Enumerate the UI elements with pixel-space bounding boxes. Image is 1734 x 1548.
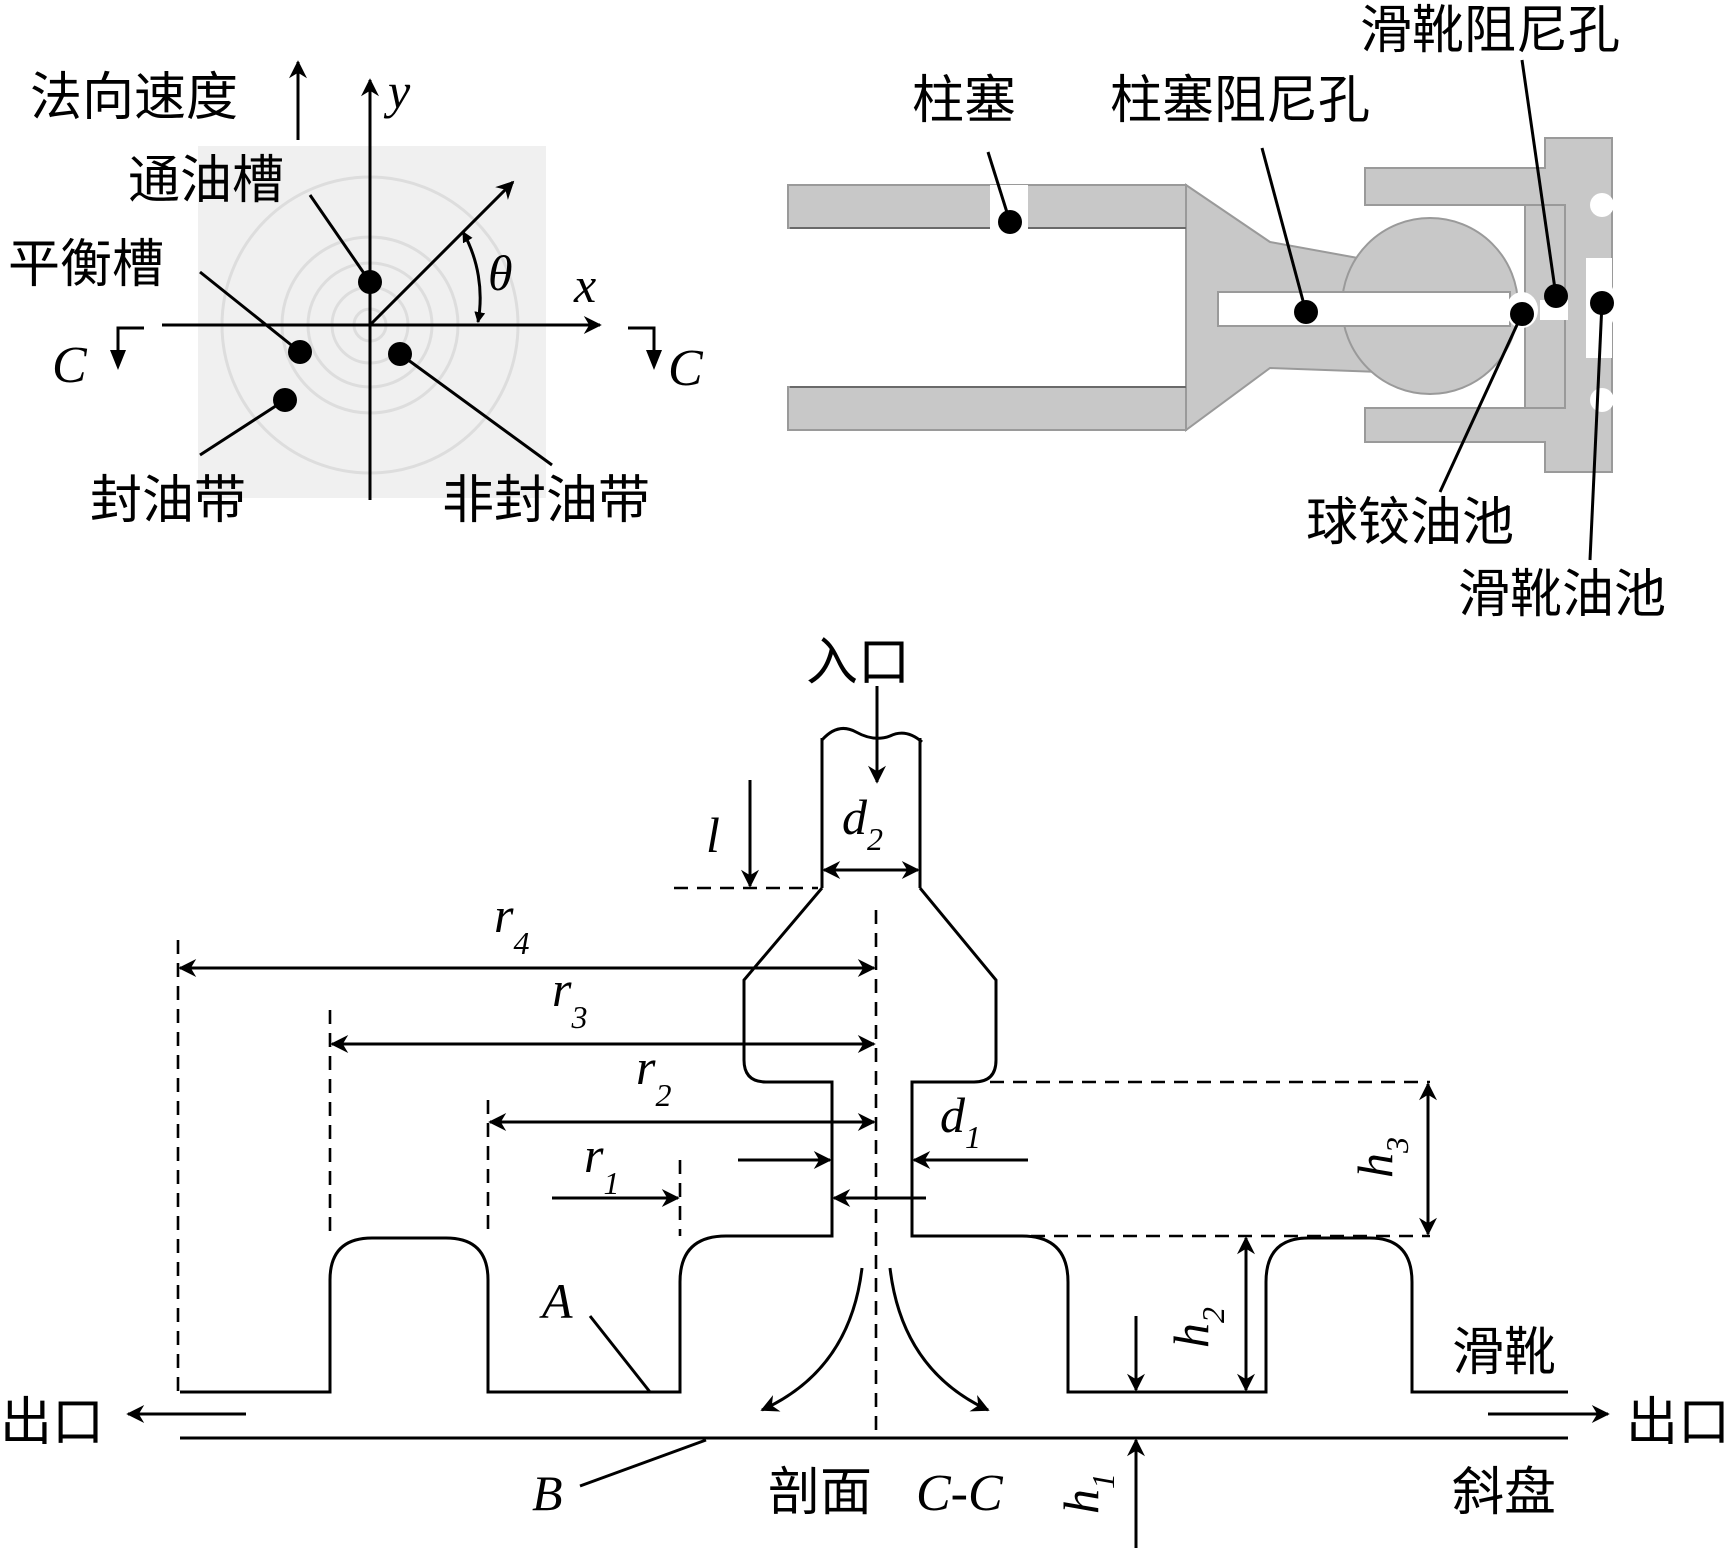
plunger-bore (790, 228, 1184, 387)
balance-groove-dot (288, 340, 312, 364)
inlet-pipe-break (820, 726, 923, 744)
dim-r4-label: r4 (494, 887, 529, 961)
flow-arrow-right (888, 1267, 990, 1412)
theta-arc (461, 231, 486, 324)
oil-channel-dot (358, 270, 382, 294)
ball-joint-pool-dot (1510, 302, 1534, 326)
seal-band-dot (273, 388, 297, 412)
theta-direction-arrow (368, 180, 515, 327)
oil-channel-label: 通油槽 (128, 151, 284, 211)
normal-velocity-label: 法向速度 (30, 68, 238, 128)
flow-arrow-left (760, 1267, 864, 1412)
dim-l-label: l (706, 807, 720, 863)
plunger-orifice-label: 柱塞阻尼孔 (1110, 71, 1370, 131)
dim-r3-label: r3 (552, 961, 587, 1035)
non-seal-band-dot (388, 342, 412, 366)
dim-d1-label: d1 (940, 1087, 981, 1155)
plunger-assembly-view: 柱塞 柱塞阻尼孔 滑靴阻尼孔 球铰油池 滑靴油池 (787, 1, 1666, 625)
x-axis-label: x (573, 257, 596, 313)
slipper-orifice-dot (1544, 284, 1568, 308)
non-seal-band-label: 非封油带 (442, 471, 650, 531)
section-mark-right (628, 326, 656, 352)
dim-h1-label: h1 (1053, 1473, 1121, 1514)
slipper-label: 滑靴 (1452, 1323, 1556, 1383)
slipper-pool-dot (1590, 291, 1614, 315)
plunger-orifice-dot (1294, 300, 1318, 324)
label-a: A (539, 1273, 573, 1329)
dim-h3-label: h3 (1347, 1137, 1415, 1178)
section-caption-name: C-C (916, 1465, 1004, 1522)
outlet-right-label: 出口 (1626, 1393, 1730, 1453)
inlet-label: 入口 (806, 633, 910, 693)
section-cc-view: 入口 出口 出口 滑靴 斜盘 剖面 C-C A B l d2 d1 r4 r3 … (0, 633, 1730, 1548)
dim-h2-label: h2 (1163, 1307, 1231, 1348)
plunger-dot (998, 210, 1022, 234)
section-c-left-label: C (52, 337, 88, 394)
plunger-label: 柱塞 (912, 71, 1016, 131)
y-axis-label: y (383, 63, 411, 119)
dim-d2-label: d2 (842, 789, 883, 857)
seal-band-label: 封油带 (90, 471, 246, 531)
dim-r1-label: r1 (584, 1127, 619, 1201)
swashplate-label: 斜盘 (1452, 1463, 1556, 1523)
slipper-orifice-label: 滑靴阻尼孔 (1360, 1, 1620, 61)
dim-r2-label: r2 (636, 1039, 671, 1113)
section-caption-label: 剖面 (768, 1463, 872, 1523)
slipper-pool-label: 滑靴油池 (1458, 565, 1666, 625)
slipper-face-view: 法向速度 y x θ 通油槽 平衡槽 封油带 非封油带 C C (8, 60, 704, 531)
balance-groove-label: 平衡槽 (8, 235, 164, 295)
ball-joint-pool-label: 球铰油池 (1306, 493, 1514, 553)
section-mark-left (116, 326, 144, 352)
theta-label: θ (488, 245, 513, 301)
label-b: B (532, 1465, 563, 1521)
slipper-profile-right (910, 887, 1568, 1394)
outlet-left-label: 出口 (0, 1393, 104, 1453)
plunger-orifice-channel (1217, 291, 1511, 327)
slipper-profile-left (180, 887, 834, 1394)
section-c-right-label: C (668, 340, 704, 397)
